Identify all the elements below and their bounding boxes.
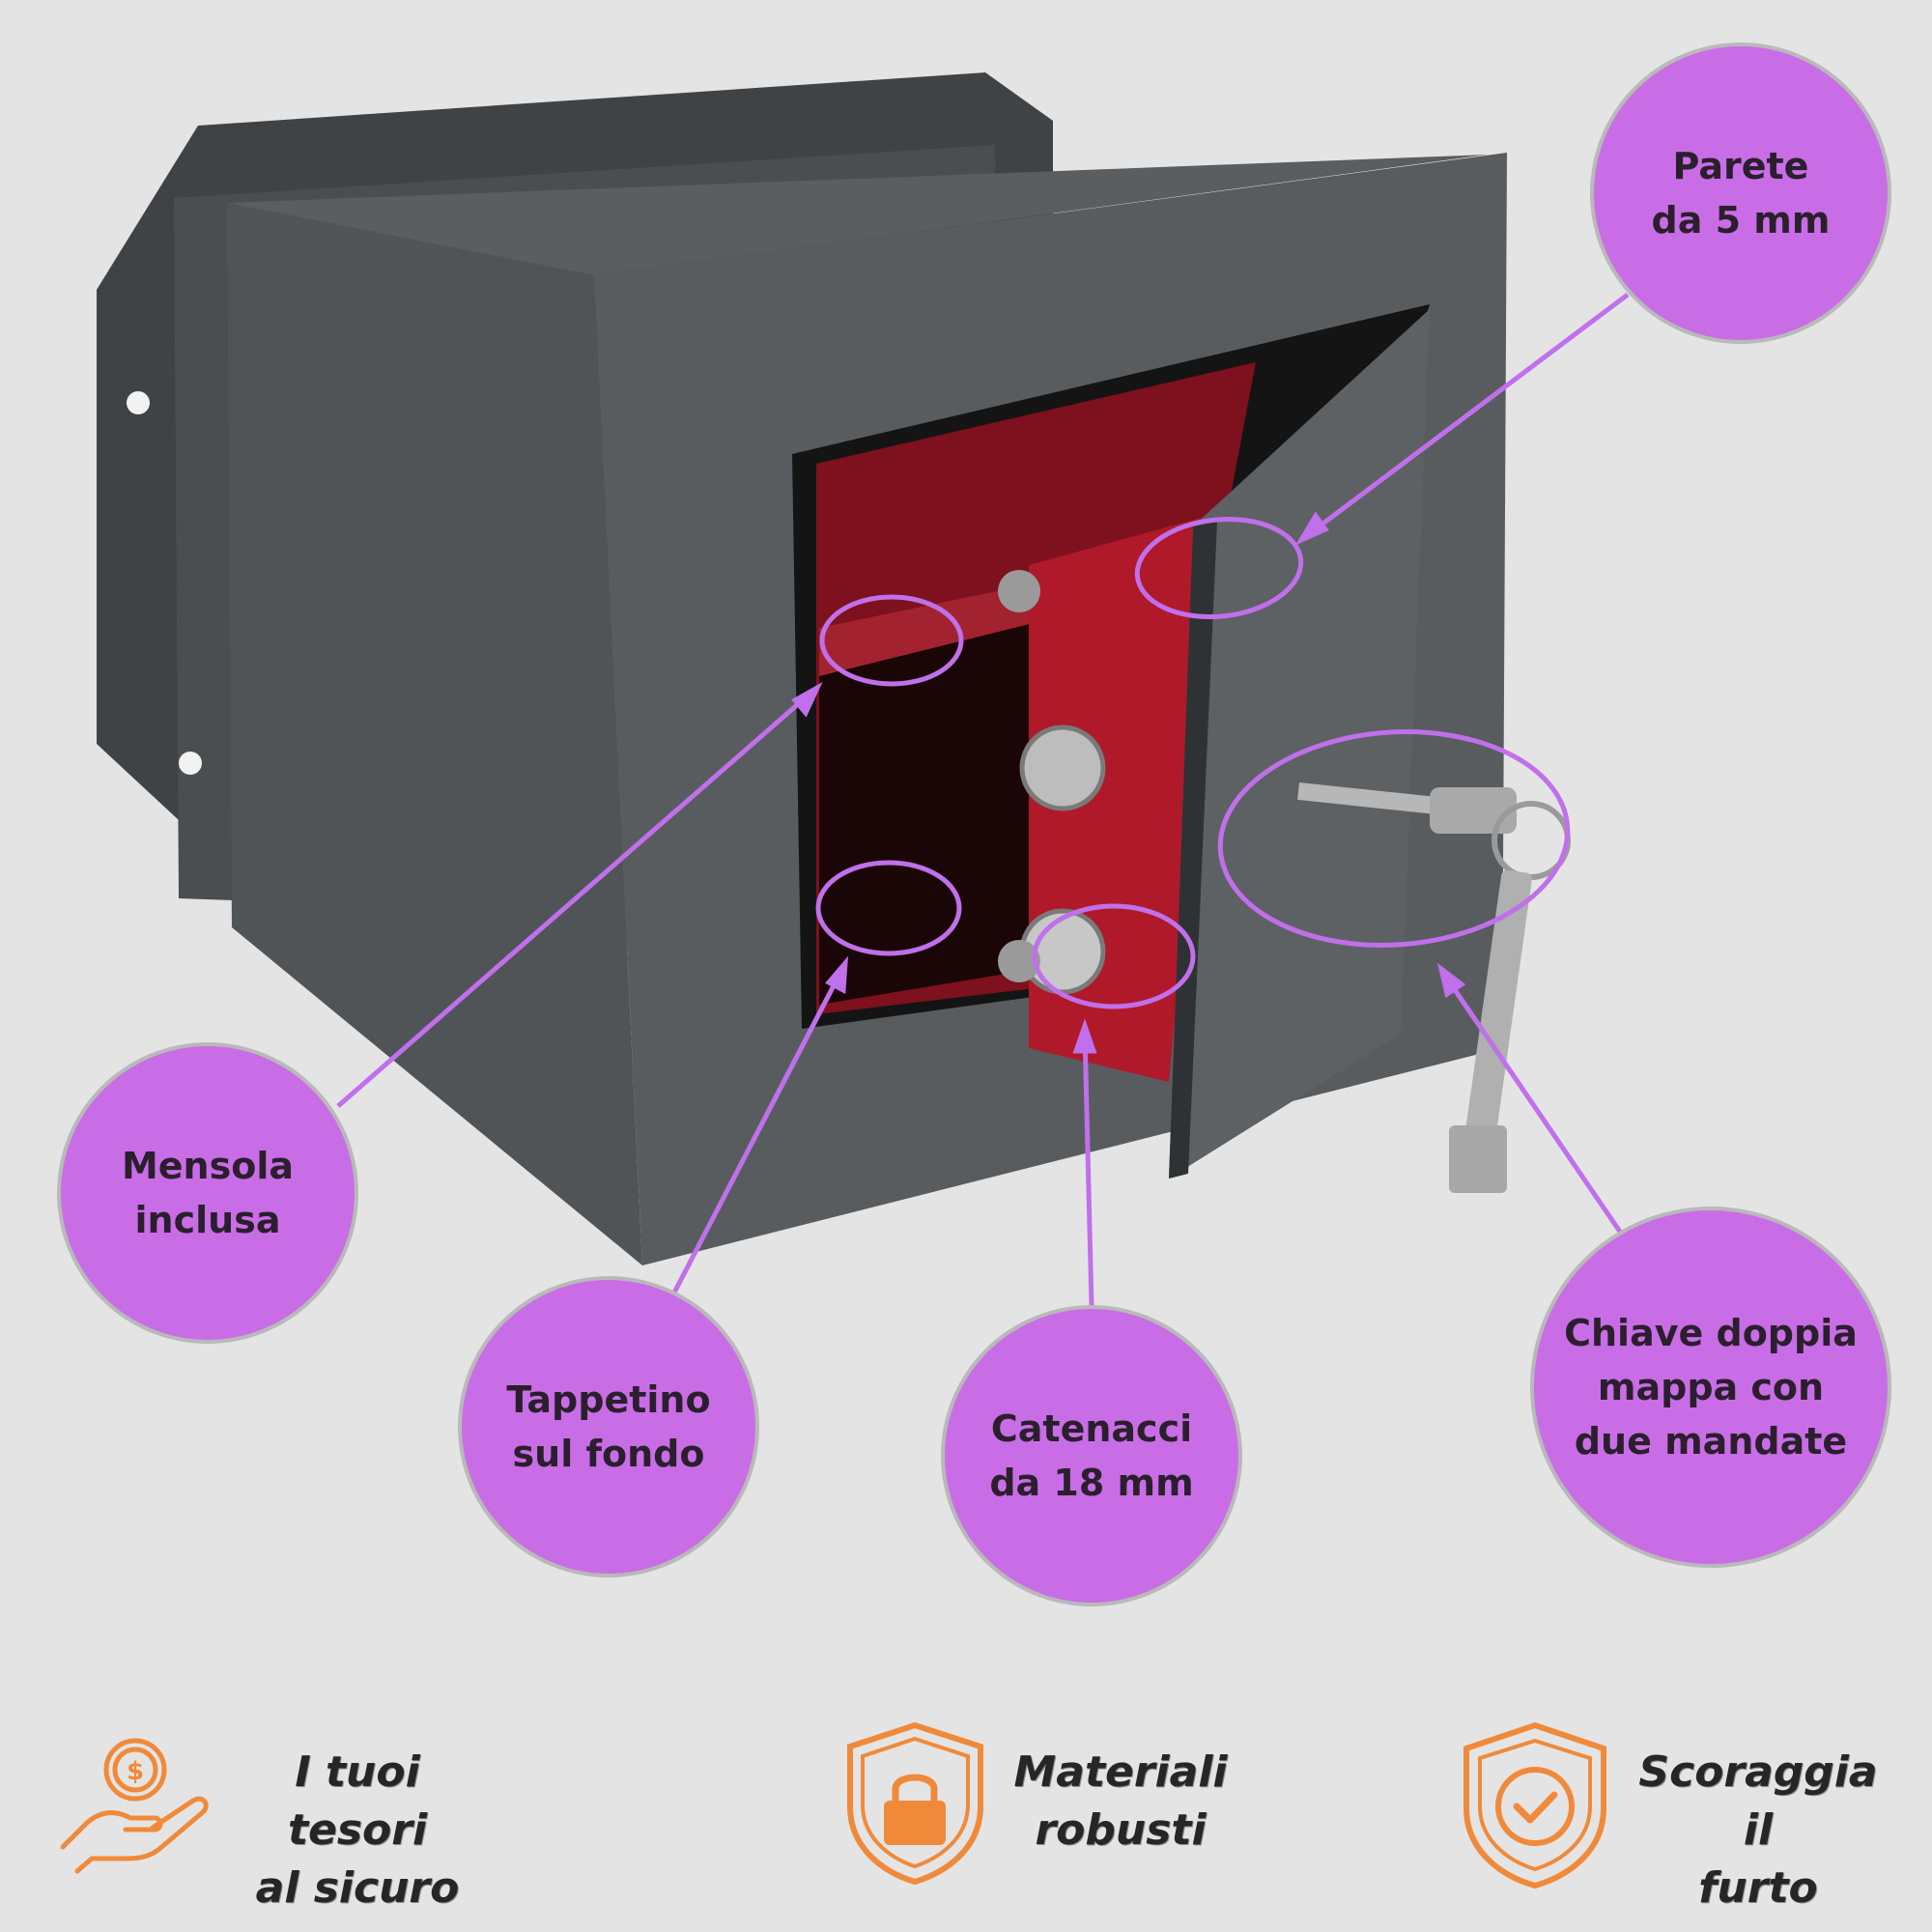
shield-check-icon: [1463, 1721, 1606, 1889]
callout-tappetino: Tappetino sul fondo: [462, 1280, 755, 1574]
svg-text:$: $: [127, 1757, 144, 1786]
feature-tesori-line2: al sicuro: [255, 1863, 460, 1913]
callout-chiave-line2: mappa con: [1597, 1366, 1825, 1408]
feature-scoraggia-line1: Scoraggia il: [1638, 1747, 1878, 1855]
callout-catenacci: Catenacci da 18 mm: [945, 1309, 1238, 1603]
callout-parete-line2: da 5 mm: [1651, 199, 1831, 242]
feature-tesori-line1: I tuoi tesori: [287, 1747, 428, 1855]
feature-materiali-line1: Materiali: [1013, 1747, 1228, 1797]
callout-parete: Parete da 5 mm: [1594, 46, 1888, 340]
hand-coin-icon: $: [60, 1738, 209, 1874]
callout-tappetino-line2: sul fondo: [512, 1433, 705, 1475]
callout-chiave-line1: Chiave doppia: [1564, 1312, 1858, 1354]
feature-tesori-text: I tuoi tesori al sicuro: [222, 1744, 493, 1918]
shield-lock-icon: [847, 1721, 983, 1886]
callout-chiave: Chiave doppia mappa con due mandate: [1534, 1210, 1888, 1564]
callout-chiave-line3: due mandate: [1574, 1420, 1848, 1463]
callout-parete-line1: Parete: [1672, 145, 1809, 187]
feature-scoraggia-line2: furto: [1698, 1863, 1818, 1913]
callout-tappetino-line1: Tappetino: [506, 1378, 711, 1421]
feature-materiali-line2: robusti: [1035, 1805, 1207, 1855]
callout-catenacci-line1: Catenacci: [990, 1407, 1193, 1450]
callout-mensola: Mensola inclusa: [61, 1046, 355, 1340]
callout-mensola-line2: inclusa: [134, 1199, 281, 1241]
callout-mensola-line1: Mensola: [121, 1145, 295, 1187]
feature-materiali-text: Materiali robusti: [995, 1744, 1246, 1860]
feature-scoraggia-text: Scoraggia il furto: [1633, 1744, 1884, 1918]
callout-catenacci-line2: da 18 mm: [989, 1462, 1194, 1504]
